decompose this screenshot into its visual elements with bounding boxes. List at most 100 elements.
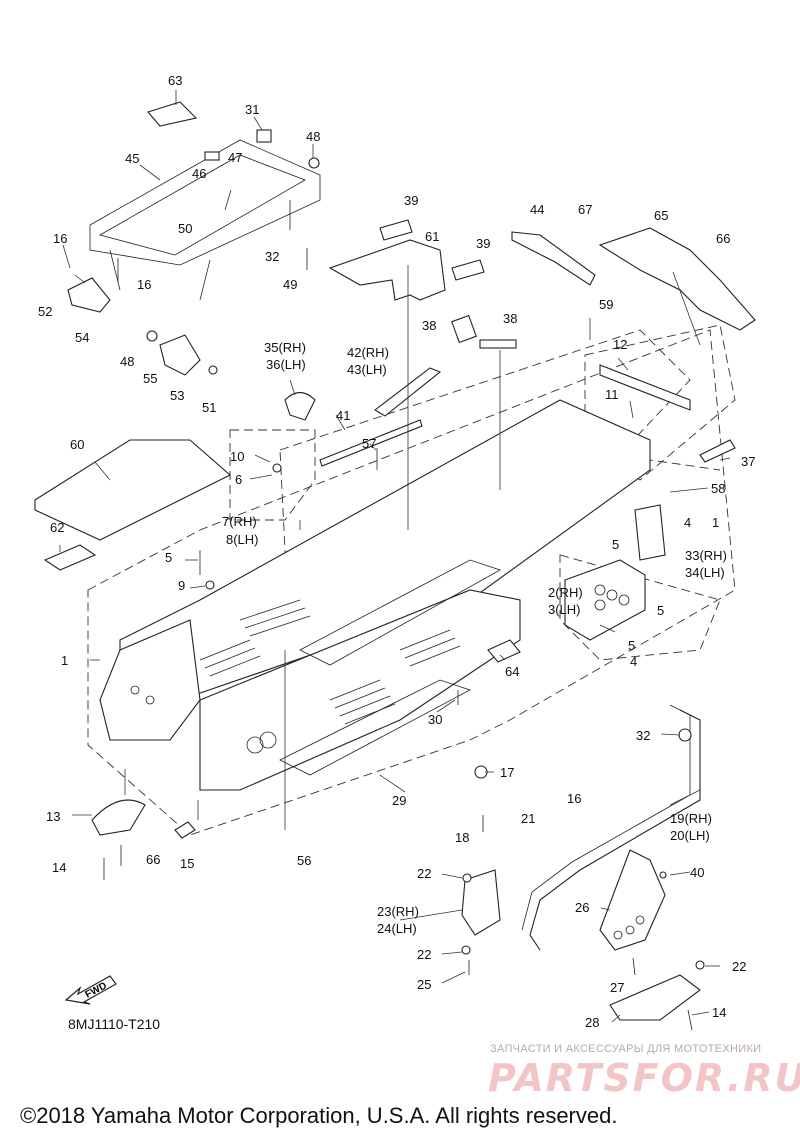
callout-label: 1 xyxy=(61,653,68,668)
pad-39-right xyxy=(451,259,485,281)
callout-label: 22 xyxy=(732,959,746,974)
bracket-26 xyxy=(599,849,666,951)
seat-base-plate xyxy=(328,239,446,301)
callout-label: 43(LH) xyxy=(347,362,387,377)
callout-label: 60 xyxy=(70,437,84,452)
callout-label: 38 xyxy=(422,318,436,333)
mud-guard-37 xyxy=(699,439,736,463)
rack-bracket-left xyxy=(67,277,111,313)
copyright-notice: ©2018 Yamaha Motor Corporation, U.S.A. A… xyxy=(20,1103,618,1128)
callout-label: 16 xyxy=(137,277,151,292)
callout-label: 35(RH) xyxy=(264,340,306,355)
callout-label: 66 xyxy=(146,852,160,867)
callout-label: 14 xyxy=(52,860,66,875)
callout-label: 62 xyxy=(50,520,64,535)
callout-label: 29 xyxy=(392,793,406,808)
callout-label: 4 xyxy=(684,515,691,530)
callout-label: 63 xyxy=(168,73,182,88)
callout-label: 46 xyxy=(192,166,206,181)
clip-15 xyxy=(174,821,196,839)
callout-label: 54 xyxy=(75,330,89,345)
rail-41 xyxy=(319,419,423,467)
emblem-64 xyxy=(487,639,521,663)
rack-cover-cap xyxy=(147,101,198,127)
callout-label: 38 xyxy=(503,311,517,326)
rear-plate-2-3 xyxy=(564,559,646,641)
callout-label: 41 xyxy=(336,408,350,423)
fwd-label: FWD xyxy=(84,980,109,1000)
callout-label: 65 xyxy=(654,208,668,223)
pad-38-right xyxy=(479,339,517,349)
foot-plate-28 xyxy=(609,974,701,1021)
callout-label: 50 xyxy=(178,221,192,236)
callout-label: 33(RH) xyxy=(685,548,727,563)
cover-35-36 xyxy=(284,391,316,421)
callout-label: 22 xyxy=(417,947,431,962)
callout-label: 28 xyxy=(585,1015,599,1030)
rear-rail xyxy=(511,231,596,286)
callout-label: 5 xyxy=(612,537,619,552)
callout-label: 42(RH) xyxy=(347,345,389,360)
callout-label: 16 xyxy=(53,231,67,246)
callout-label: 57 xyxy=(362,436,376,451)
callout-label: 44 xyxy=(530,202,544,217)
callout-label: 40 xyxy=(690,865,704,880)
callout-label: 22 xyxy=(417,866,431,881)
callout-label: 61 xyxy=(425,229,439,244)
callout-label: 27 xyxy=(610,980,624,995)
callout-label: 6 xyxy=(235,472,242,487)
callout-label: 11 xyxy=(605,387,619,402)
callout-label: 7(RH) xyxy=(222,514,257,529)
bumper-19-20 xyxy=(529,709,701,951)
callout-label: 10 xyxy=(230,449,244,464)
callout-label: 64 xyxy=(505,664,519,679)
callout-label: 12 xyxy=(613,337,627,352)
callout-label: 23(RH) xyxy=(377,904,419,919)
callout-label: 9 xyxy=(178,578,185,593)
callout-label: 34(LH) xyxy=(685,565,725,580)
callout-label: 37 xyxy=(741,454,755,469)
rail-42-43 xyxy=(374,367,442,417)
rear-bumper-rail xyxy=(599,364,691,411)
callout-label: 39 xyxy=(476,236,490,251)
callout-label: 32 xyxy=(265,249,279,264)
rear-rack xyxy=(89,139,321,301)
callout-label: 15 xyxy=(180,856,194,871)
fwd-arrow-icon: FWD xyxy=(64,975,117,1005)
callout-label: 19(RH) xyxy=(670,811,712,826)
callout-label: 25 xyxy=(417,977,431,992)
callout-label: 13 xyxy=(46,809,60,824)
rack-bracket-right xyxy=(159,334,201,376)
callout-label: 58 xyxy=(711,481,725,496)
callout-label: 1 xyxy=(712,515,719,530)
callout-label: 30 xyxy=(428,712,442,727)
callout-label: 2(RH) xyxy=(548,585,583,600)
callout-label: 21 xyxy=(521,811,535,826)
bracket-33-34 xyxy=(634,504,666,561)
callout-label: 56 xyxy=(297,853,311,868)
callout-label: 53 xyxy=(170,388,184,403)
pad-38-left xyxy=(451,314,477,344)
callout-label: 36(LH) xyxy=(266,357,306,372)
rack-nut xyxy=(308,157,320,169)
callout-label: 31 xyxy=(245,102,259,117)
callout-label: 66 xyxy=(716,231,730,246)
callout-label: 39 xyxy=(404,193,418,208)
callout-label: 24(LH) xyxy=(377,921,417,936)
callout-labels: 63 31 48 45 47 46 50 32 49 16 16 52 54 4… xyxy=(38,73,755,1030)
snow-flap-60 xyxy=(34,439,231,541)
callout-label: 18 xyxy=(455,830,469,845)
callout-label: 67 xyxy=(578,202,592,217)
callout-label: 4 xyxy=(630,654,637,669)
bracket-23-24 xyxy=(461,869,501,936)
callout-label: 32 xyxy=(636,728,650,743)
rack-clip xyxy=(256,129,272,143)
callout-label: 14 xyxy=(712,1005,726,1020)
cooling-slots xyxy=(199,599,461,725)
callout-label: 26 xyxy=(575,900,589,915)
callout-label: 48 xyxy=(306,129,320,144)
leader-lines xyxy=(59,90,731,1023)
callout-label: 47 xyxy=(228,150,242,165)
callout-label: 17 xyxy=(500,765,514,780)
callout-label: 5 xyxy=(165,550,172,565)
